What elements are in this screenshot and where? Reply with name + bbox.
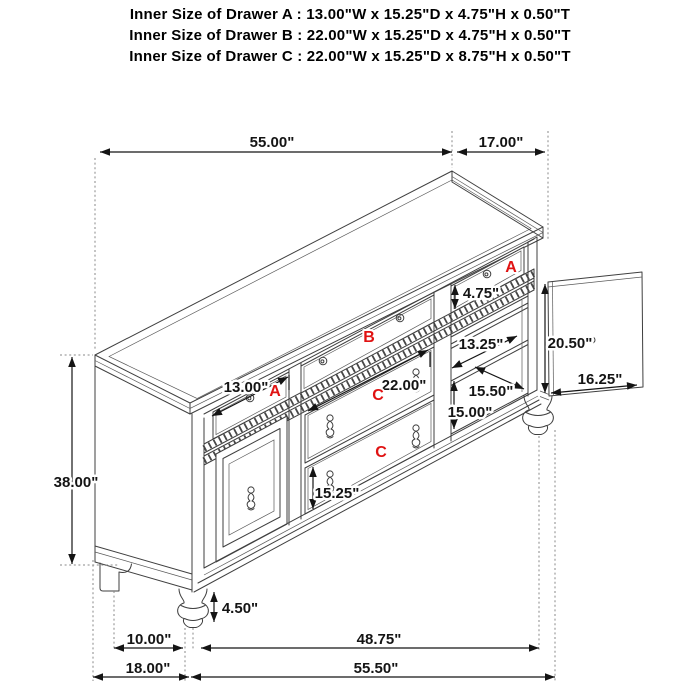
dimension-label-bottom-shelf-depth: 15.50" xyxy=(469,383,514,400)
dimension-top-width: 55.00" xyxy=(100,132,452,156)
dimension-top-depth: 17.00" xyxy=(457,132,545,156)
right-front-post xyxy=(527,236,538,397)
back-left-foot xyxy=(99,562,132,592)
dimension-label-opening-height: 20.50" xyxy=(548,335,593,352)
drawer-a-right-label: A xyxy=(505,259,517,276)
dimension-opening-height: 20.50" xyxy=(541,284,595,393)
drawer-b-inner-size-text: Inner Size of Drawer B : 22.00"W x 15.25… xyxy=(129,27,571,44)
front-left-bun-foot xyxy=(177,588,209,628)
open-door xyxy=(539,271,644,401)
dimension-label-drawer-c-height: 15.25" xyxy=(315,485,360,502)
base-molding xyxy=(193,389,542,593)
dimension-top-shelf-depth: 13.25" xyxy=(451,334,518,369)
left-cabinet-door xyxy=(215,415,288,563)
dimension-label-front-span: 48.75" xyxy=(357,631,402,648)
dimension-drawer-a-width: 13.00" xyxy=(211,375,290,417)
dimension-label-overall-height: 38.00" xyxy=(54,474,99,491)
dresser-top-surface xyxy=(94,170,544,415)
dimension-drawer-a-height: 4.75" xyxy=(451,283,502,309)
dimension-side-span: 18.00" xyxy=(93,658,189,681)
dimension-label-shelf-gap-height: 15.00" xyxy=(448,404,493,421)
dimension-shelf-gap-height: 15.00" xyxy=(445,381,495,429)
dimension-label-drawer-a-height: 4.75" xyxy=(463,285,499,302)
drawer-a-inner-size-text: Inner Size of Drawer A : 13.00"W x 15.25… xyxy=(129,6,571,23)
drawer-inner-size-title-block: Inner Size of Drawer A : 13.00"W x 15.25… xyxy=(0,4,700,67)
drawer-letter-labels: A B A C C xyxy=(267,257,519,463)
dimension-label-top-shelf-depth: 13.25" xyxy=(459,336,504,353)
drawer-a-left-label: A xyxy=(269,383,281,400)
dimension-label-drawer-c-width: 22.00" xyxy=(382,377,427,394)
dimension-drawer-c-width: 22.00" xyxy=(307,349,431,412)
dimension-label-foot-inset: 10.00" xyxy=(127,631,172,648)
dimension-label-side-span: 18.00" xyxy=(126,660,171,677)
dimension-front-span: 48.75" xyxy=(201,629,539,652)
dimension-door-width: 16.25" xyxy=(550,369,638,396)
drawer-c-inner-size-text: Inner Size of Drawer C : 22.00"W x 15.25… xyxy=(129,48,571,65)
dimension-label-top-width: 55.00" xyxy=(250,134,295,151)
dimension-drawer-c-height: 15.25" xyxy=(309,467,362,509)
dimension-overall-height: 38.00" xyxy=(51,357,101,564)
dimension-bottom-shelf-depth: 15.50" xyxy=(466,366,525,403)
dimension-foot-inset: 10.00" xyxy=(114,629,183,652)
drawer-b-label: B xyxy=(363,329,375,346)
dimension-label-base-width: 55.50" xyxy=(354,660,399,677)
dotted-extension-lines xyxy=(60,131,556,681)
left-side-panel xyxy=(94,365,205,593)
drawer-c-lower-label: C xyxy=(375,444,387,461)
dimension-foot-height: 4.50" xyxy=(210,592,261,622)
dimension-label-top-depth: 17.00" xyxy=(479,134,524,151)
dresser-cabinet-drawing xyxy=(94,170,644,628)
door-knob-icon xyxy=(588,336,596,344)
drawer-c-upper-label: C xyxy=(372,387,384,404)
dimension-label-door-width: 16.25" xyxy=(578,371,623,388)
dimension-label-foot-height: 4.50" xyxy=(222,600,258,617)
dimension-label-drawer-a-width: 13.00" xyxy=(224,379,269,396)
dimension-base-width: 55.50" xyxy=(191,658,555,681)
